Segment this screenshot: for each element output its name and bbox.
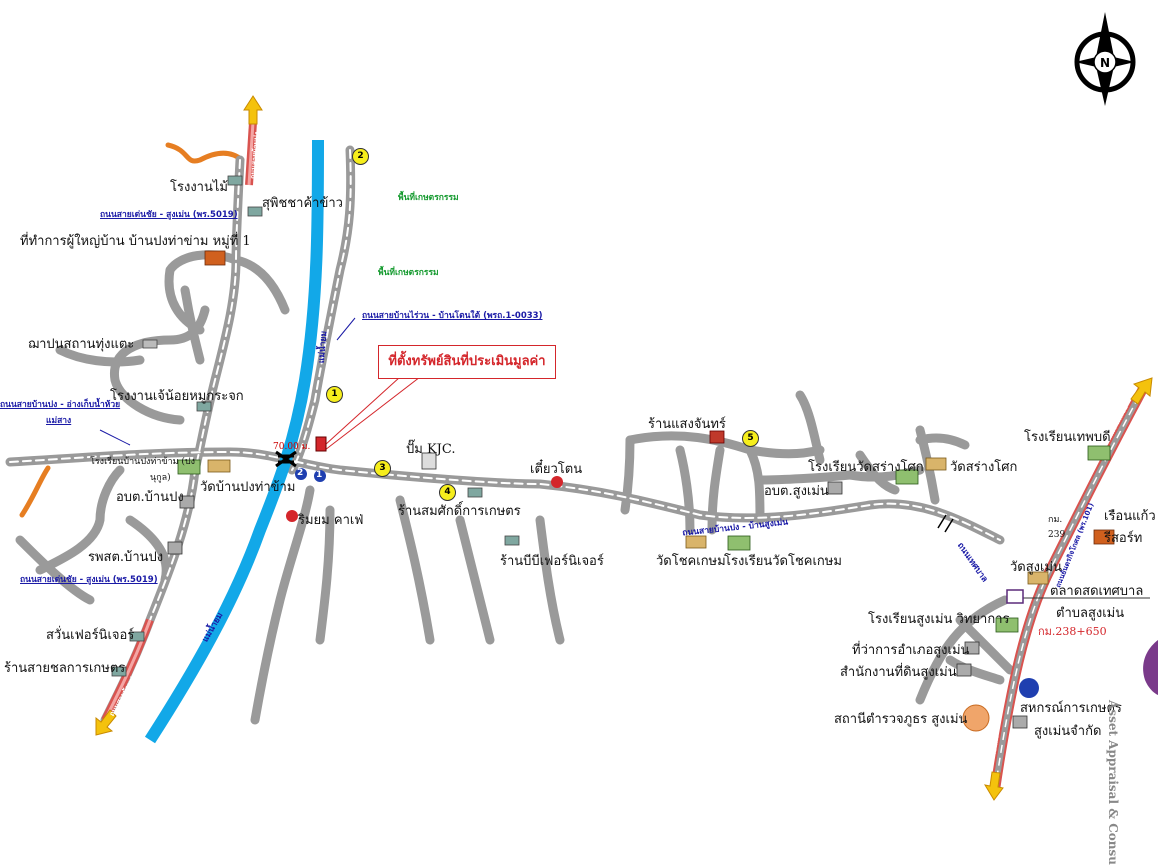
label-ruean-kaeo-2: รีสอร์ท (1104, 531, 1143, 546)
label-chapanasathan: ฌาปนสถานทุ่งแตะ (28, 337, 135, 352)
label-sai-chon-store: ร้านสายชลการเกษตร (4, 661, 126, 676)
subject-property-callout: ที่ตั้งทรัพย์สินที่ประเมินมูลค่า (378, 345, 556, 379)
label-market-1: ตลาดสดเทศบาล (1050, 584, 1144, 599)
label-km-238: กม.238+650 (1038, 625, 1107, 638)
stream-west (19, 465, 51, 518)
bridge-icon (275, 450, 297, 468)
label-pump-kjc: ปั๊ม KJC. (406, 442, 456, 457)
label-thep-school: โรงเรียนเทพบดี (1024, 430, 1111, 445)
label-sawan-furniture: สวั่นเฟอร์นิเจอร์ (46, 628, 135, 643)
arrow-north (243, 95, 263, 125)
road-label-ban-rai: ถนนสายบ้านไร่วน - บ้านโตนใต้ (พรถ.1-0033… (362, 311, 543, 321)
river-label-top: แม่น้ำยม (316, 330, 330, 364)
label-km: กม. (1048, 515, 1063, 525)
junction-1-circle (314, 470, 326, 482)
callout-pointer-1 (324, 376, 401, 446)
company-watermark: Asset Appraisal & Consu (1106, 700, 1120, 865)
arrow-northeast (1130, 377, 1153, 405)
junction-2-circle (295, 468, 307, 480)
label-market-2: ตำบลสูงเม่น (1056, 606, 1125, 621)
distance-label: 70.00 ม. (273, 442, 311, 452)
subject-property-marker (315, 436, 327, 452)
label-wat-sung-men: วัดสูงเม่น (1010, 560, 1062, 575)
road-label-pointer (336, 317, 356, 341)
building-icons (111, 175, 1115, 732)
label-obt-sung-men: อบต.สูงเม่น (764, 484, 829, 499)
junction-label-1: 1 (316, 470, 323, 480)
label-wat-sang-sok-school: โรงเรียนวัดสร่างโศก (808, 460, 924, 475)
label-wat-chokkasem: วัดโชคเกษม (656, 554, 726, 569)
label-obt-ban-pong: อบต.บ้านปง (116, 490, 184, 505)
north-arrow-icon (1074, 12, 1136, 106)
label-rim-yom-cafe: ริมยม คาเฟ่ (298, 513, 364, 528)
green-area-label-2: พื้นที่เกษตรกรรม (378, 268, 439, 278)
label-rice-barn: สุพิชชาค้าข้าว (262, 196, 343, 211)
label-saengchan-store: ร้านแสงจันทร์ (648, 417, 726, 432)
junction-label-2: 2 (297, 468, 304, 478)
road-marker-3: 3 (374, 460, 391, 477)
label-ruean-kaeo-1: เรือนแก้ว (1104, 509, 1156, 524)
company-logo-fragment (1143, 640, 1158, 695)
label-coop-1: สหกรณ์การเกษตร (1020, 701, 1122, 716)
direction-arrows (95, 95, 1153, 801)
label-chokkasem-school: โรงเรียนวัดโชคเกษม (724, 554, 842, 569)
callout-pointer-2 (324, 376, 421, 451)
label-coop-2: สูงเม่นจำกัด (1034, 724, 1102, 739)
arrow-southwest (95, 709, 117, 736)
stream-north (165, 142, 245, 164)
label-sawmill: โรงงานไม้ (170, 180, 228, 195)
label-somsak-store: ร้านสมศักดิ์การเกษตร (398, 504, 521, 519)
compass-n-letter: N (1100, 56, 1110, 70)
road-label-ban-pong-west-1: ถนนสายบ้านปง - อ่างเก็บน้ำห้วย (0, 400, 121, 410)
road-marker-4: 4 (439, 484, 456, 501)
road-label-pointer-2 (99, 429, 131, 446)
label-km-239: 239 (1048, 530, 1066, 540)
label-police: สถานีตำรวจภูธร สูงเม่น (834, 712, 968, 727)
road-label-den-chai-top: ถนนสายเด่นชัย - สูงเม่น (พร.5019) (100, 210, 238, 220)
label-district-office: ที่ว่าการอำเภอสูงเม่น (852, 643, 970, 658)
label-wat-ban-pong: วัดบ้านปงท่าข้าม (200, 480, 296, 495)
highway-east-dash (994, 384, 1146, 791)
green-area-label-1: พื้นที่เกษตรกรรม (398, 193, 459, 203)
road-break-mark (937, 514, 954, 533)
label-headman-office: ที่ทำการผู้ใหญ่บ้าน บ้านปงท่าข่าม หมู่ที… (20, 234, 251, 249)
road-marker-5: 5 (742, 430, 759, 447)
label-ban-pong-school-a: โรงเรียนบ้านปงท่าข้าม (ปง (90, 457, 196, 467)
arrow-southeast (983, 771, 1004, 801)
label-land-office: สำนักงานที่ดินสูงเม่น (840, 665, 957, 680)
highway-north-segment-inner (247, 121, 255, 186)
label-factory: โรงงานเจ้น้อยหมูกระจก (110, 389, 244, 404)
label-wat-sang-sok: วัดสร่างโศก (950, 460, 1018, 475)
road-marker-1: 1 (326, 386, 343, 403)
road-marker-2: 2 (352, 148, 369, 165)
label-bb-furniture: ร้านบีบีเฟอร์นิเจอร์ (500, 554, 604, 569)
label-tiao-ton: เตี๋ยวโตน (530, 462, 583, 477)
label-rpst-ban-pong: รพสต.บ้านปง (88, 550, 164, 565)
road-label-den-chai-bottom: ถนนสายเด่นชัย - สูงเม่น (พร.5019) (20, 575, 158, 585)
label-ban-pong-school-b: นุกูล) (150, 473, 171, 483)
road-label-ban-pong-west-2: แม่สาง (46, 416, 72, 426)
label-sung-men-school: โรงเรียนสูงเม่น วิทยาการ (868, 612, 1010, 627)
